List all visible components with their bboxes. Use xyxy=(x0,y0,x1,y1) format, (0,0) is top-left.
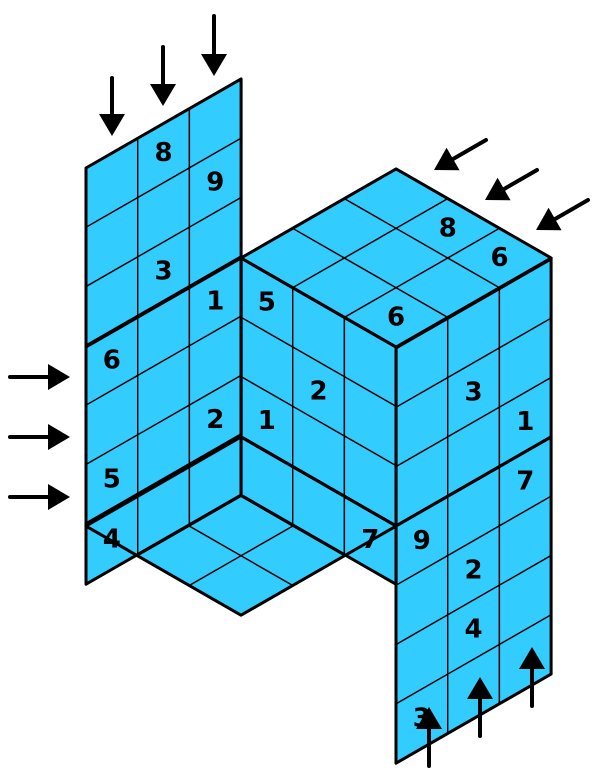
given-digit: 9 xyxy=(206,168,224,198)
given-digit: 4 xyxy=(465,615,483,645)
left-arrow-2 xyxy=(8,424,70,450)
puzzle-faces: 14521789361528663197243 xyxy=(84,77,553,765)
given-digit: 3 xyxy=(465,377,483,407)
given-digit: 2 xyxy=(206,405,224,435)
given-digit: 2 xyxy=(465,555,483,585)
direction-arrows xyxy=(8,14,590,768)
bottom-arrow-2 xyxy=(467,677,493,738)
given-digit: 8 xyxy=(155,138,173,168)
given-digit: 3 xyxy=(155,257,173,287)
left-arrow-3 xyxy=(8,484,70,510)
floor-outline xyxy=(84,435,398,617)
left-panel-face: 8 9 3 6 1 5 2 xyxy=(85,77,242,526)
diag-arrow-2 xyxy=(485,168,539,201)
right-panel-outline xyxy=(394,435,553,765)
diag-arrow-3 xyxy=(536,198,590,231)
given-digit: 6 xyxy=(490,243,508,273)
bottom-arrow-3 xyxy=(519,647,545,708)
given-digit: 5 xyxy=(103,464,121,494)
block-divider xyxy=(85,255,242,348)
given-digit: 1 xyxy=(258,406,276,436)
cube-front-face: 31 xyxy=(395,257,552,528)
given-digit: 9 xyxy=(413,526,431,556)
given-digit: 1 xyxy=(516,407,534,437)
given-digit: 8 xyxy=(439,213,457,243)
given-digit: 6 xyxy=(387,302,405,332)
face-outlines xyxy=(84,77,553,765)
given-digit: 7 xyxy=(516,466,534,496)
given-digit: 5 xyxy=(258,288,276,318)
given-digit: 6 xyxy=(103,346,121,376)
top-arrow-1 xyxy=(99,76,125,136)
left-panel-outline xyxy=(84,77,243,526)
given-digit: 2 xyxy=(310,377,328,407)
given-digit: 1 xyxy=(206,286,224,316)
top-arrow-3 xyxy=(201,14,227,76)
top-arrow-2 xyxy=(150,45,176,106)
bottom-arrow-1 xyxy=(416,707,442,768)
left-arrow-1 xyxy=(8,364,70,390)
diag-arrow-1 xyxy=(434,138,488,171)
